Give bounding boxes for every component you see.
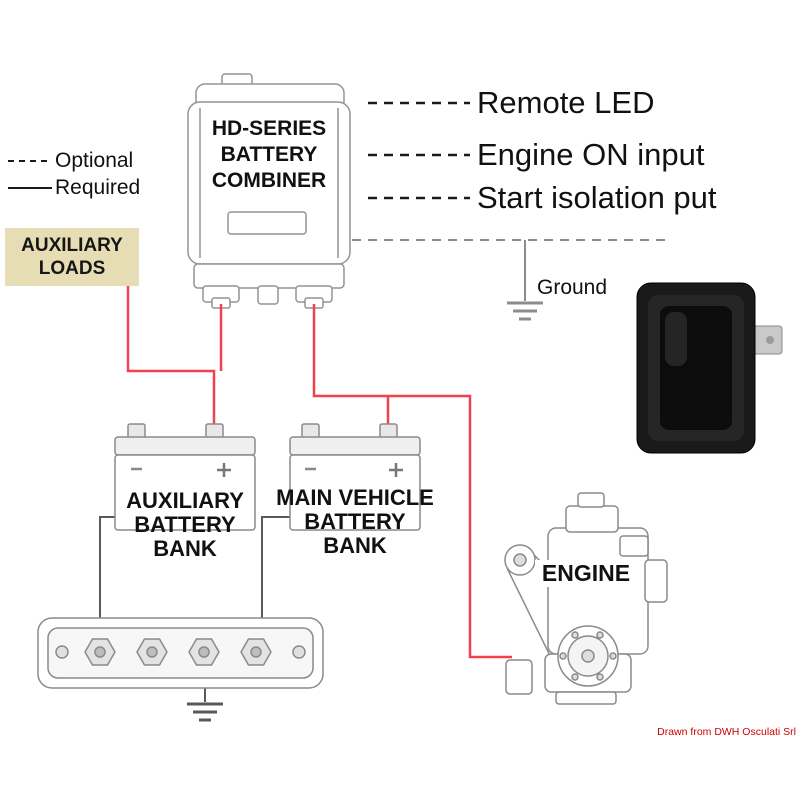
main-battery-label-line2: BATTERY bbox=[304, 509, 406, 534]
battery-combiner-graphic bbox=[187, 73, 351, 309]
callout-engine-on-input: Engine ON input bbox=[477, 137, 705, 172]
aux-battery-label: AUXILIARY BATTERY BANK bbox=[95, 489, 275, 561]
negative-wires bbox=[99, 516, 290, 702]
main-battery-label: MAIN VEHICLE BATTERY BANK bbox=[270, 486, 440, 558]
rocker-highlight bbox=[665, 312, 687, 366]
callout-start-isolation: Start isolation put bbox=[477, 180, 717, 215]
ground-label: Ground bbox=[537, 276, 608, 299]
aux-battery-label-line3: BANK bbox=[153, 536, 217, 561]
combiner-title-line3: COMBINER bbox=[211, 169, 327, 192]
callout-remote-led: Remote LED bbox=[477, 85, 655, 120]
combiner-title-line1: HD-SERIES bbox=[211, 117, 327, 140]
plus-symbol-icon bbox=[389, 463, 403, 477]
main-battery-graphic bbox=[289, 423, 421, 531]
plus-symbol-icon bbox=[217, 463, 231, 477]
aux-battery-label-line1: AUXILIARY bbox=[126, 488, 244, 513]
wire-combiner-to-engine bbox=[312, 304, 512, 659]
credit-text: Drawn from DWH Osculati Srl bbox=[657, 726, 796, 738]
engine-label: ENGINE bbox=[535, 560, 637, 587]
aux-battery-label-line2: BATTERY bbox=[134, 512, 236, 537]
rocker-switch-graphic bbox=[636, 282, 783, 454]
main-battery-label-line3: BANK bbox=[323, 533, 387, 558]
wire-aux-loads-to-aux-battery bbox=[126, 285, 216, 424]
ground-symbol-combiner-icon bbox=[507, 301, 543, 321]
legend-optional-label: Optional bbox=[55, 149, 134, 172]
bus-bar-graphic bbox=[37, 617, 324, 689]
terminal-hole-icon bbox=[766, 336, 774, 344]
wire-aux-battery-negative bbox=[99, 516, 115, 620]
combiner-title-line2: BATTERY bbox=[220, 143, 318, 166]
aux-battery-graphic bbox=[114, 423, 256, 531]
aux-loads-line2: LOADS bbox=[38, 258, 106, 279]
aux-loads-line1: AUXILIARY bbox=[21, 235, 123, 256]
auxiliary-loads-box: AUXILIARY LOADS bbox=[5, 228, 139, 286]
main-battery-label-line1: MAIN VEHICLE bbox=[276, 485, 434, 510]
required-wires bbox=[126, 285, 512, 659]
ground-symbol-busbar-icon bbox=[187, 702, 223, 722]
wire-main-battery-negative bbox=[261, 516, 290, 620]
callout-lines bbox=[368, 101, 470, 200]
engine-graphic bbox=[504, 492, 668, 705]
combiner-title: HD-SERIES BATTERY COMBINER bbox=[188, 116, 350, 194]
legend-required-label: Required bbox=[55, 176, 141, 199]
